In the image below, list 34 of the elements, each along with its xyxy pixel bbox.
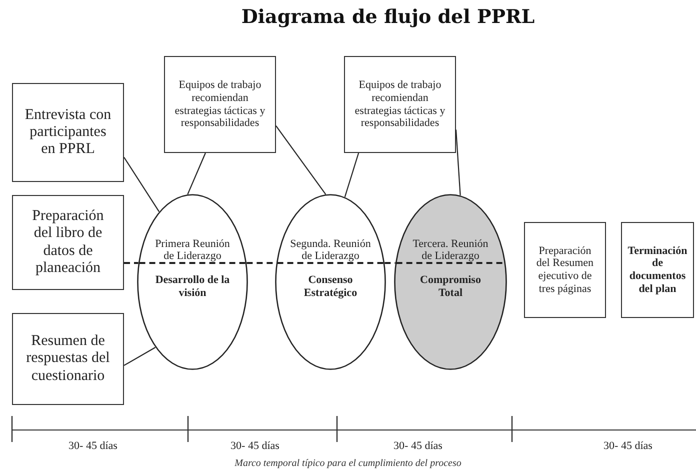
caption: Marco temporal típico para el cumplimiento del proceso	[234, 458, 462, 469]
duration-label: 30- 45 días	[392, 440, 444, 452]
dashed-connector	[124, 262, 138, 264]
connector-line	[187, 152, 206, 195]
node-text: Equipos de trabajo recomiendan estrategias tácticas y responsabilidades	[354, 79, 446, 130]
node-text: Desarrollo de la visión	[154, 274, 231, 300]
node-text: Segunda. Reunión de Liderazgo	[289, 238, 372, 263]
connector-line	[124, 156, 160, 212]
process-box	[12, 195, 124, 290]
duration-label: 30- 45 días	[230, 440, 280, 452]
node-text: Preparación del libro de datos de planeación	[31, 208, 105, 277]
connector-line	[124, 346, 156, 366]
process-box	[621, 222, 694, 318]
node-text: Terminación de documentos del plan	[626, 244, 688, 296]
node-text: Consenso Estratégico	[302, 274, 358, 300]
node-text: Primera Reunión de Liderazgo	[154, 238, 231, 263]
duration-label: 30- 45 días	[602, 440, 654, 452]
node-text: Preparación del Resumen ejecutivo de tres páginas	[535, 244, 595, 296]
process-box	[12, 313, 124, 405]
process-box	[524, 222, 606, 318]
process-box	[344, 56, 456, 153]
dashed-connector	[384, 262, 396, 264]
node-text: Entrevista con participantes en PPRL	[24, 106, 112, 158]
diagram-title: Diagrama de flujo del PPRL	[240, 6, 536, 28]
duration-label: 30- 45 días	[68, 440, 118, 452]
process-box	[12, 83, 124, 182]
connector-line	[276, 126, 326, 195]
node-text: Compromiso Total	[419, 274, 482, 300]
node-text: Equipos de trabajo recomiendan estrategias tácticas y responsabilidades	[174, 79, 266, 130]
node-text: Tercera. Reunión de Liderazgo	[412, 238, 490, 263]
process-box	[164, 56, 276, 153]
node-text: Resumen de respuestas del cuestionario	[25, 333, 111, 385]
connector-line	[455, 130, 461, 196]
connector-line	[344, 152, 360, 198]
